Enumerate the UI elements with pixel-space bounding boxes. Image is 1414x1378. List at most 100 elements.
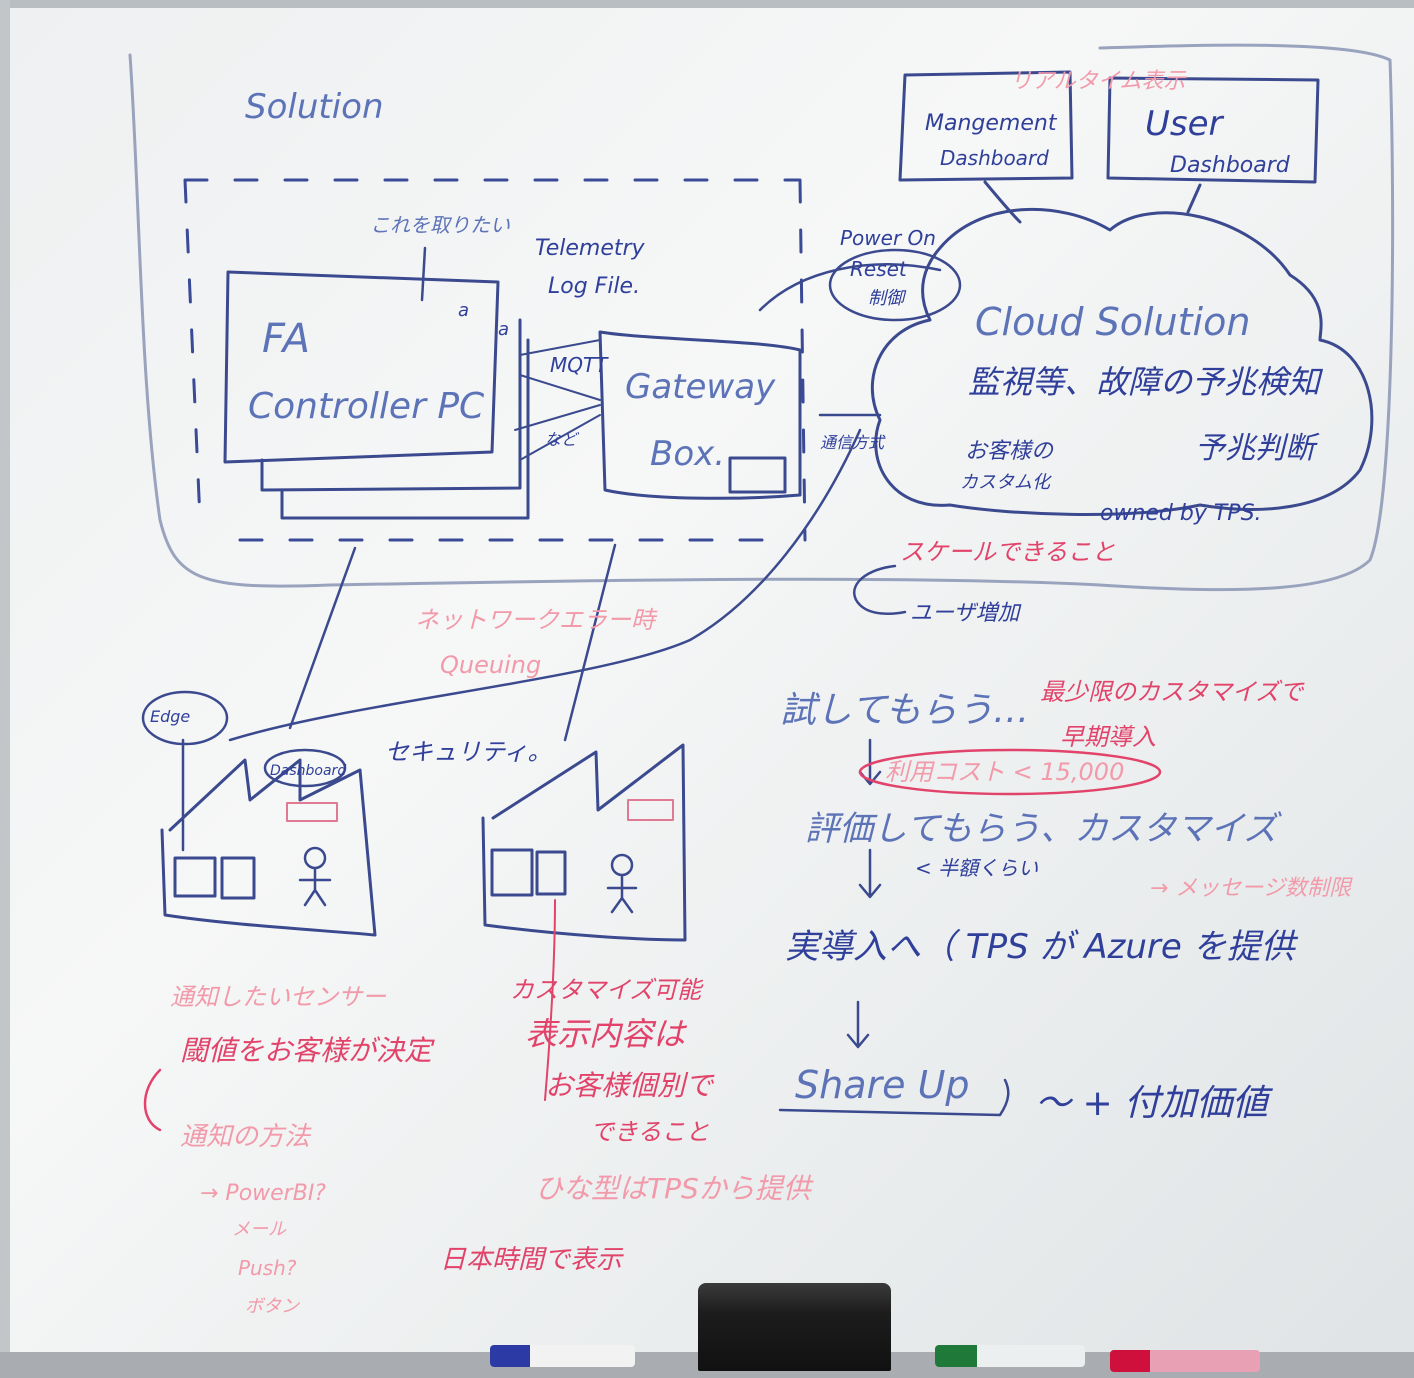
dashboard-bubble — [263, 748, 347, 788]
controller-pc-label: Controller PC — [248, 386, 485, 427]
mgmt-dashboard-label: Mangement — [925, 111, 1058, 136]
factory-1-tag — [286, 802, 338, 822]
management-dashboard-box — [898, 70, 1074, 182]
japanese-time-note: 日本時間で表示 — [440, 1245, 624, 1275]
scale-note: スケールできること — [900, 538, 1116, 566]
factory-2-device-2 — [535, 850, 567, 896]
cloud-shape — [870, 207, 1374, 516]
solution-boundary — [128, 43, 1395, 592]
customer-label: お客様の — [965, 439, 1055, 464]
notify-option-mail: メール — [232, 1219, 287, 1240]
cloud-title: Cloud Solution — [975, 300, 1250, 344]
dashboard-arrow-right — [1186, 183, 1202, 214]
solution-label: Solution — [245, 87, 384, 127]
dashboard-arrow-left — [983, 180, 1022, 224]
trial-label: 試してもらう… — [780, 690, 1029, 731]
telemetry-label: Telemetry — [535, 236, 646, 261]
factory-2-tag — [627, 799, 674, 821]
factory-1-device-2 — [220, 856, 256, 900]
control-label: 制御 — [868, 288, 907, 309]
notify-option-button: ボタン — [245, 1296, 300, 1317]
reset-label: Reset — [850, 257, 908, 281]
notify-method-note: 通知の方法 — [180, 1122, 312, 1152]
green-marker-cap — [935, 1345, 977, 1367]
fa-controller-box — [223, 270, 500, 464]
gateway-links — [514, 339, 601, 461]
edge-label: Edge — [150, 707, 190, 726]
notify-option-push: Push? — [238, 1256, 297, 1280]
fa-controller-box-2 — [260, 318, 522, 492]
user-increase-label: ユーザ増加 — [910, 601, 1023, 626]
protocol-label: など — [545, 430, 580, 449]
edge-bubble — [141, 690, 229, 746]
half-price-note: < 半額くらい — [915, 856, 1038, 880]
gateway-box — [598, 330, 802, 500]
factory-2-outline — [481, 743, 687, 942]
display-customer-note: お客様個別で — [545, 1069, 715, 1102]
realtime-note: リアルタイム表示 — [1010, 69, 1187, 94]
dashboard-small-label: Dashboard — [270, 763, 346, 779]
cloud-connector-curve — [758, 263, 942, 312]
threshold-note: 閾値をお客様が決定 — [180, 1034, 435, 1067]
scale-arrow — [853, 564, 907, 615]
green-marker[interactable] — [935, 1345, 1085, 1367]
want-note: これを取りたい — [370, 213, 510, 237]
small-a-label: a — [458, 300, 469, 321]
share-up-underline — [778, 1078, 1010, 1117]
factory-1-outline — [160, 758, 377, 937]
factory-1-person — [298, 846, 332, 907]
link-to-factory-2 — [563, 543, 617, 742]
fa-controller-box-3 — [280, 338, 530, 520]
display-arrow — [544, 899, 556, 1101]
evaluate-label: 評価してもらう、カスタマイズ — [805, 809, 1282, 849]
notify-arrow — [143, 1068, 162, 1132]
display-can-note: できること — [590, 1118, 710, 1146]
cloud-to-factory-line — [228, 428, 862, 742]
queuing-note: Queuing — [440, 651, 541, 679]
factory-2-device — [490, 848, 534, 897]
power-control-oval — [828, 248, 962, 322]
owned-label: owned by TPS. — [1100, 501, 1262, 526]
board-frame-left — [0, 0, 10, 1378]
flow-arrow-3 — [846, 1000, 870, 1049]
link-to-factory-1 — [288, 546, 357, 730]
user-dashboard-label-2: Dashboard — [1170, 153, 1291, 178]
box-label: Box. — [650, 434, 725, 474]
secure-note: 通信方式 — [820, 433, 886, 452]
flow-arrow-2 — [858, 848, 882, 899]
mgmt-dashboard-label-2: Dashboard — [940, 146, 1049, 170]
factory-1-device — [173, 856, 217, 898]
cloud-line-2: 予兆判断 — [1195, 431, 1320, 466]
messaging-limit-note: → メッセージ数制限 — [1150, 876, 1353, 901]
small-a-label-2: a — [498, 319, 509, 340]
cost-bubble — [858, 748, 1162, 796]
fa-label: FA — [262, 316, 310, 362]
logfile-label: Log File. — [548, 274, 640, 299]
cost-note: 利用コスト < 15,000 — [885, 758, 1124, 786]
blue-marker[interactable] — [490, 1345, 635, 1367]
security-label: セキュリティ。 — [385, 738, 552, 766]
red-marker[interactable] — [1110, 1350, 1260, 1372]
gateway-label: Gateway — [625, 367, 776, 407]
gateway-port — [728, 456, 787, 494]
blue-marker-cap — [490, 1345, 530, 1367]
share-up-label: Share Up — [795, 1063, 970, 1107]
added-value-label: 〜 + 付加価値 — [1035, 1083, 1273, 1124]
network-error-note: ネットワークエラー時 — [415, 606, 658, 634]
onprem-dashed-boundary — [183, 178, 807, 542]
notify-option-powerbi: → PowerBI? — [200, 1181, 326, 1206]
user-dashboard-box — [1106, 76, 1320, 184]
display-content-note: 表示内容は — [525, 1015, 688, 1053]
factory-2-person — [606, 853, 638, 914]
customize-ok-note: カスタマイズ可能 — [510, 976, 704, 1004]
notify-sensor-note: 通知したいセンサー — [170, 983, 387, 1011]
user-dashboard-label: User — [1145, 104, 1225, 144]
want-arrow — [420, 246, 427, 302]
board-frame-top — [0, 0, 1414, 8]
red-marker-cap — [1110, 1350, 1150, 1372]
custom-label: カスタム化 — [960, 472, 1052, 493]
whiteboard-eraser[interactable] — [698, 1283, 891, 1371]
min-custom-note: 最少限のカスタマイズで — [1040, 678, 1305, 706]
